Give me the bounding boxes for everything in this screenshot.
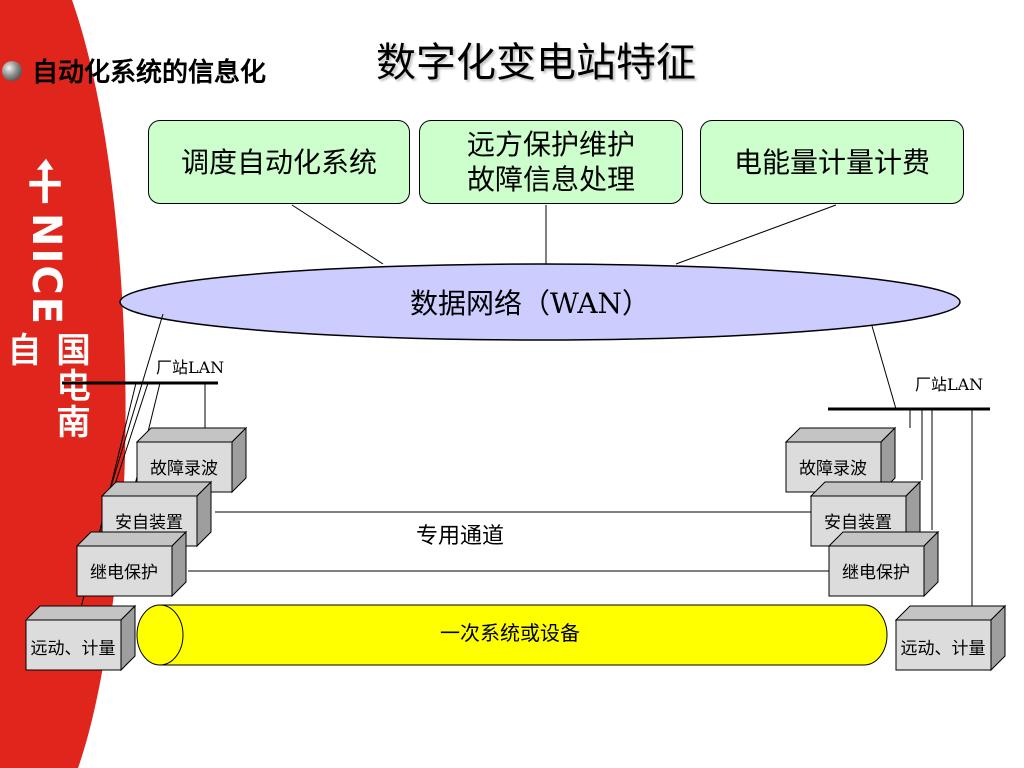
device-left-fault-recorder: 故障录波 xyxy=(136,427,247,493)
company-logo-icon xyxy=(29,158,61,204)
remote-protection-box: 远方保护维护 故障信息处理 xyxy=(419,120,683,204)
wan-link-right xyxy=(871,325,897,410)
dispatch-automation-label: 调度自动化系统 xyxy=(180,145,377,179)
slide-title: 数字化变电站特征 xyxy=(376,40,696,86)
device-left-telecontrol-metering: 远动、计量 xyxy=(25,605,136,671)
device-right-relay-protection: 继电保护 xyxy=(828,531,939,597)
wan-ellipse xyxy=(119,263,961,341)
energy-metering-label: 电能量计量计费 xyxy=(733,145,930,179)
wan-label: 数据网络（WAN） xyxy=(410,287,650,320)
device-left-relay-protection: 继电保护 xyxy=(76,531,187,597)
dispatch-automation-box: 调度自动化系统 xyxy=(148,120,410,204)
primary-system-end xyxy=(136,604,184,666)
lan-label-left: 厂站LAN xyxy=(156,358,224,377)
svg-text:故障录波: 故障录波 xyxy=(799,459,867,479)
primary-system xyxy=(136,604,888,666)
svg-text:安自装置: 安自装置 xyxy=(824,513,892,533)
svg-text:继电保护: 继电保护 xyxy=(90,563,158,583)
svg-text:安自装置: 安自装置 xyxy=(115,513,183,533)
device-right-fault-recorder: 故障录波 xyxy=(785,427,896,493)
energy-metering-box: 电能量计量计费 xyxy=(700,120,964,204)
logo-text-cn: 国电南自 xyxy=(1,331,90,440)
logo-text-en: NICE xyxy=(23,212,69,326)
svg-text:故障录波: 故障录波 xyxy=(150,459,218,479)
svg-text:继电保护: 继电保护 xyxy=(842,563,910,583)
primary-system-body xyxy=(160,605,864,665)
sphere-bullet-icon xyxy=(2,60,22,81)
svg-text:远动、计量: 远动、计量 xyxy=(31,639,116,659)
bullet-heading: 自动化系统的信息化 xyxy=(2,52,266,89)
device-left-stability-control: 安自装置 xyxy=(101,481,212,547)
svg-text:远动、计量: 远动、计量 xyxy=(901,639,986,659)
company-logo: NICE 国电南自 xyxy=(1,155,90,465)
bullet-heading-text: 自动化系统的信息化 xyxy=(32,58,267,88)
device-right-stability-control: 安自装置 xyxy=(810,481,921,547)
connector-dispatch-wan xyxy=(291,204,384,265)
primary-system-label: 一次系统或设备 xyxy=(440,621,580,645)
connector-metering-wan xyxy=(675,204,837,265)
lan-label-right: 厂站LAN xyxy=(915,375,983,394)
channel-label: 专用通道 xyxy=(416,524,504,549)
device-right-telecontrol-metering: 远动、计量 xyxy=(895,605,1006,671)
wan-link-left xyxy=(103,313,164,511)
remote-protection-label: 远方保护维护 故障信息处理 xyxy=(466,128,635,196)
